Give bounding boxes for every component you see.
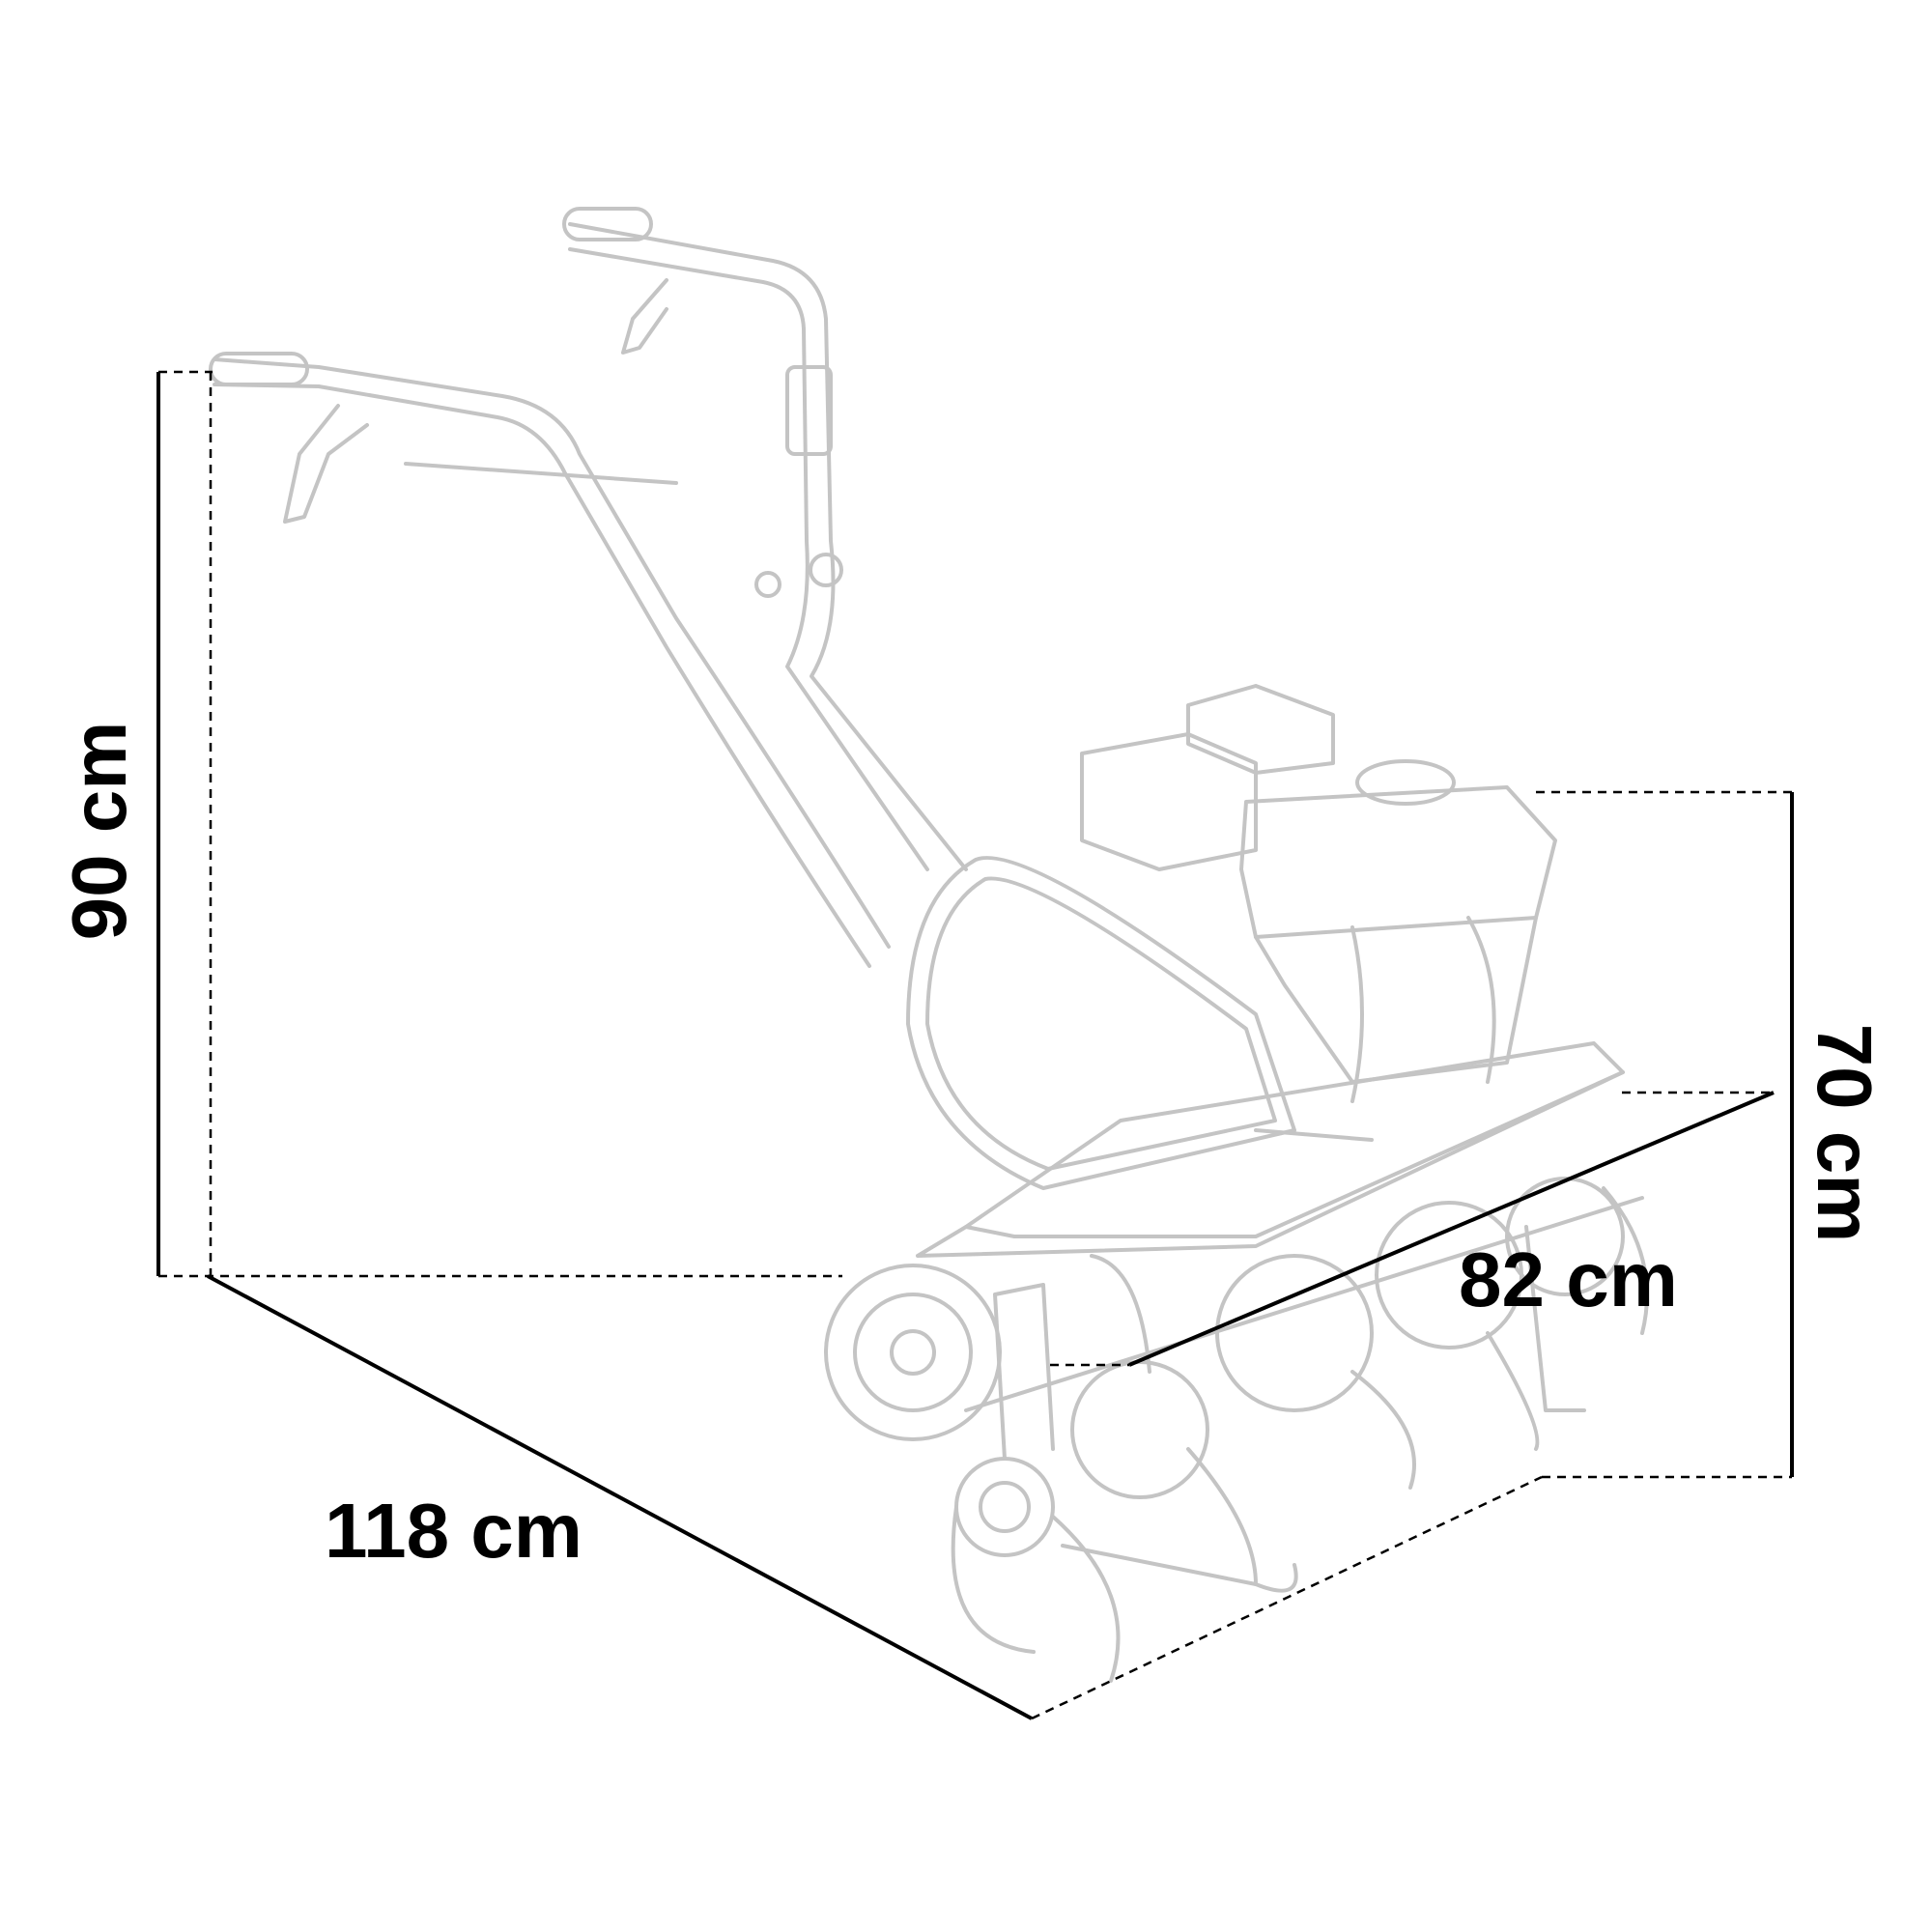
right-grip	[562, 207, 653, 242]
tiller-illustration	[209, 207, 1649, 1683]
frame	[964, 1041, 1625, 1238]
left-grip	[209, 352, 309, 386]
tiller-height-label: 70 cm	[1802, 1024, 1888, 1243]
length-label: 118 cm	[325, 1488, 582, 1574]
wheel	[824, 1264, 1002, 1441]
belt-cover	[906, 856, 1296, 1190]
width-dimension-line	[1128, 1091, 1775, 1367]
engine	[1080, 732, 1258, 871]
width-label: 82 cm	[1459, 1236, 1678, 1322]
left-handle	[213, 357, 891, 949]
height-label: 90 cm	[56, 722, 142, 941]
right-handle	[568, 222, 968, 871]
length-dimension-line	[207, 1274, 1033, 1720]
tines	[951, 1177, 1649, 1683]
